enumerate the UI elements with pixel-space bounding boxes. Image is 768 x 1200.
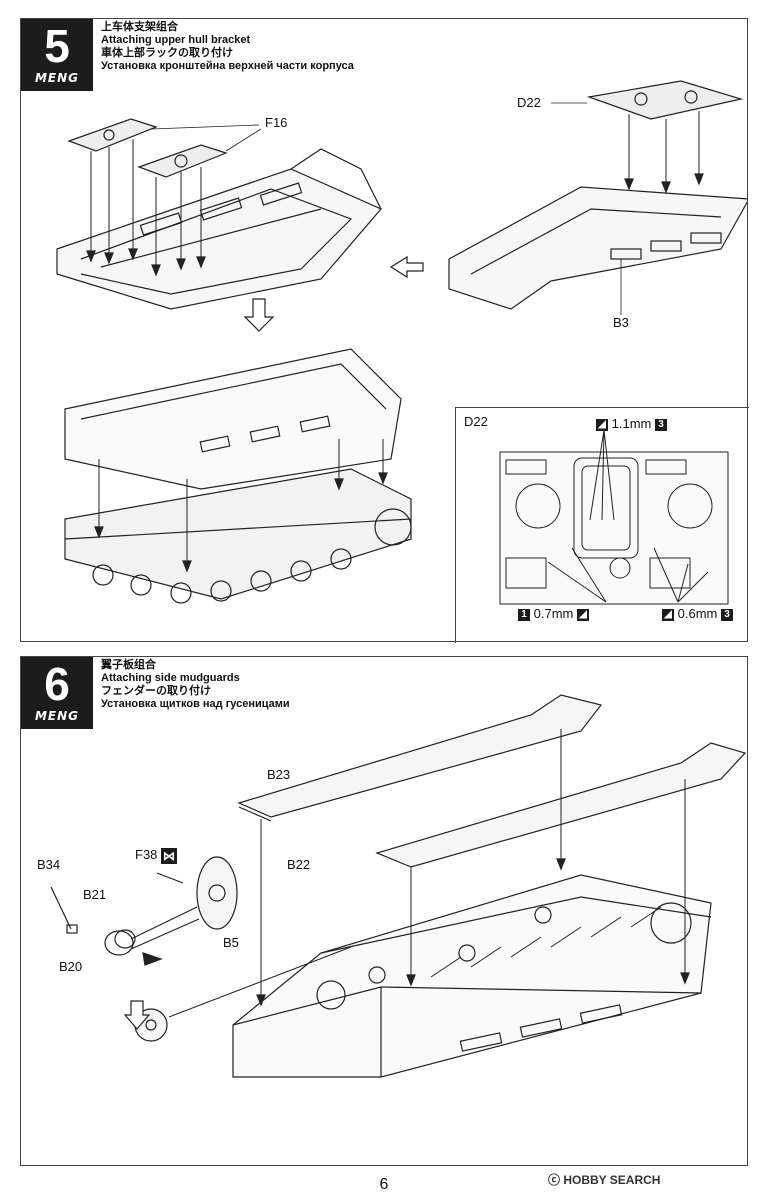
step-6-drawing xyxy=(50,694,747,1078)
meng-logo: MENG xyxy=(34,709,80,723)
watermark-text: HOBBY SEARCH xyxy=(563,1173,661,1187)
mudguard-b23 xyxy=(237,694,603,822)
callout-top: ◢ 1.1mm 3 xyxy=(596,416,667,431)
callout-left-size: 0.7mm xyxy=(533,606,574,621)
step-5-number: 5 xyxy=(44,20,70,72)
step-5-titles: 上车体支架组合 Attaching upper hull bracket 車体上… xyxy=(101,21,354,73)
d22-detail-box: D22 ◢ 1.1mm 3 1 0.7mm ◢ xyxy=(455,407,749,643)
step-6-title-jp: フェンダーの取り付け xyxy=(101,685,211,697)
copyright-icon: ⓒ xyxy=(548,1173,564,1187)
drill-icon: ◢ xyxy=(662,608,674,621)
page-number: 6 xyxy=(379,1176,389,1193)
step-6-title-ru: Установка щитков над гусеницами xyxy=(101,698,290,710)
glue-icon: ⋈ xyxy=(161,847,178,864)
callout-top-size: 1.1mm xyxy=(611,416,652,431)
hull-illustration xyxy=(232,874,712,1078)
step-6-titles: 翼子板组合 Attaching side mudguards フェンダーの取り付… xyxy=(101,659,290,711)
upper-hull-left-illustration xyxy=(56,148,382,310)
drill-icon: ◢ xyxy=(576,608,589,621)
callout-top-count: 3 xyxy=(654,418,667,431)
callout-right-size: 0.6mm xyxy=(677,606,718,621)
watermark: ⓒ HOBBY SEARCH xyxy=(548,1171,660,1188)
step-6-number: 6 xyxy=(44,658,70,710)
label-f16: F16 xyxy=(265,115,288,130)
step-6-badge: 6 MENG xyxy=(21,657,93,729)
label-d22: D22 xyxy=(517,95,541,110)
step-5-title-cn: 上车体支架组合 xyxy=(101,21,178,33)
label-b21: B21 xyxy=(83,887,107,902)
label-b3: B3 xyxy=(613,315,629,330)
step-6-title-en: Attaching side mudguards xyxy=(101,672,240,684)
label-b23: B23 xyxy=(267,767,291,782)
step-5-title-en: Attaching upper hull bracket xyxy=(101,34,251,46)
sprocket-assembly xyxy=(50,856,352,1042)
f16-brackets xyxy=(67,118,228,178)
step-5-title-jp: 車体上部ラックの取り付け xyxy=(101,47,233,59)
callout-right: ◢ 0.6mm 3 xyxy=(662,606,733,621)
f16-arrows xyxy=(90,139,202,271)
step-6-title-cn: 翼子板组合 xyxy=(101,659,156,671)
step-5-drawing xyxy=(56,80,747,604)
detail-title: D22 xyxy=(464,414,488,429)
step-5-panel: 5 MENG 上车体支架组合 Attaching upper hull brac… xyxy=(20,18,749,643)
label-b5: B5 xyxy=(223,935,239,950)
suspension-arms xyxy=(430,906,662,978)
label-f38-text: F38 xyxy=(135,847,158,862)
drill-icon: ◢ xyxy=(596,418,608,431)
d22-detail-drawing xyxy=(499,429,729,605)
upper-hull-right-illustration xyxy=(448,186,747,310)
label-b34: B34 xyxy=(37,857,61,872)
label-b22: B22 xyxy=(287,857,311,872)
callout-right-count: 3 xyxy=(720,608,733,621)
callout-left: 1 0.7mm ◢ xyxy=(518,606,589,621)
meng-logo: MENG xyxy=(34,71,80,85)
label-b20: B20 xyxy=(59,959,83,974)
step-5-title-ru: Установка кронштейна верхней части корпу… xyxy=(101,60,354,72)
step-6-panel: 6 MENG 翼子板组合 Attaching side mudguards フェ… xyxy=(20,656,748,1166)
label-f38: F38 ⋈ xyxy=(135,847,178,864)
step-5-badge: 5 MENG xyxy=(21,19,93,91)
lower-hull-illustration xyxy=(64,348,412,604)
d22-plate xyxy=(586,80,744,120)
callout-left-count: 1 xyxy=(518,608,530,621)
